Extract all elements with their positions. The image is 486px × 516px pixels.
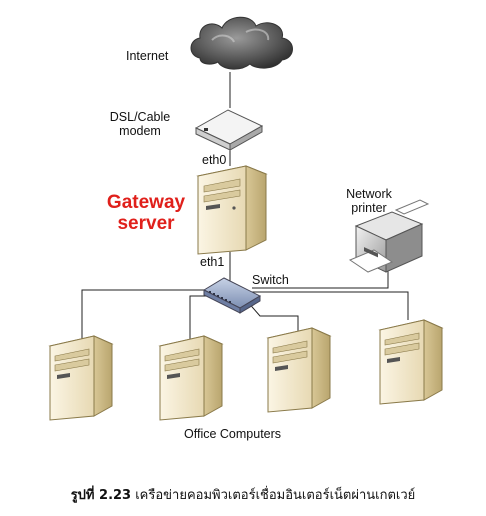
gateway-server-label: Gateway server xyxy=(98,192,194,234)
office-computers-label: Office Computers xyxy=(184,427,282,441)
printer-label-line2: printer xyxy=(351,201,387,215)
printer-label: Network printer xyxy=(336,187,402,215)
switch-icon xyxy=(202,277,262,314)
printer-label-line1: Network xyxy=(346,187,392,201)
switch-label: Switch xyxy=(252,273,289,287)
line-switch-pc3 xyxy=(245,299,299,335)
line-switch-pc4 xyxy=(248,291,409,320)
gateway-label-line1: Gateway xyxy=(106,192,186,213)
office-pc-3-icon xyxy=(266,327,332,413)
gateway-server-icon xyxy=(196,165,268,255)
dsl-modem-icon xyxy=(194,109,264,151)
modem-label-line1: DSL/Cable xyxy=(109,110,171,124)
figure-caption-text: เครือข่ายคอมพิวเตอร์เชื่อมอินเตอร์เน็ตผ่… xyxy=(135,488,416,503)
modem-label-line2: modem xyxy=(119,124,161,138)
line-switch-printer xyxy=(252,270,389,289)
modem-label: DSL/Cable modem xyxy=(98,110,182,138)
line-switch-pc1 xyxy=(81,289,210,345)
eth1-label: eth1 xyxy=(200,255,225,269)
eth0-label: eth0 xyxy=(202,153,227,167)
network-printer-icon xyxy=(348,199,430,273)
office-pc-4-icon xyxy=(378,319,444,405)
internet-cloud-icon xyxy=(190,16,293,70)
gateway-label-line2: server xyxy=(117,213,175,234)
figure-number: รูปที่ 2.23 xyxy=(70,488,132,503)
figure-caption: รูปที่ 2.23 เครือข่ายคอมพิวเตอร์เชื่อมอิ… xyxy=(0,484,486,505)
office-pc-1-icon xyxy=(48,335,114,421)
internet-label: Internet xyxy=(126,49,169,63)
office-pc-2-icon xyxy=(158,335,224,421)
